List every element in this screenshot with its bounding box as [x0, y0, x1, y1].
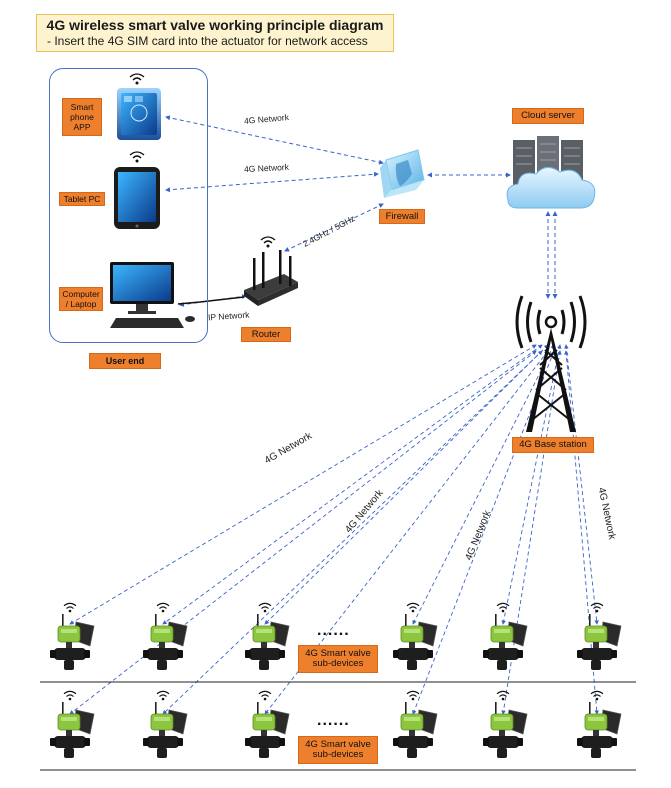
router-icon [244, 250, 298, 306]
wifi-icon [406, 690, 420, 701]
computer-laptop-tag: Computer / Laptop [59, 287, 103, 311]
user-end-group [49, 68, 208, 343]
smart-valve-device [483, 602, 528, 670]
base-station-tag: 4G Base station [512, 437, 594, 453]
smart-valve-device [245, 602, 290, 670]
more-devices-indicator-2: ...... [317, 712, 350, 729]
wifi-icon [258, 602, 272, 613]
wifi-icon [496, 602, 510, 613]
wifi-icon [590, 690, 604, 701]
smartphone-app-tag: Smart phone APP [62, 98, 102, 136]
page-title: 4G wireless smart valve working principl… [46, 17, 384, 33]
wifi-icon [63, 602, 77, 613]
firewall-icon [380, 149, 425, 198]
wifi-icon [260, 236, 276, 248]
link-phone-firewall [165, 115, 384, 165]
title-box: 4G wireless smart valve working principl… [36, 14, 394, 52]
smart-valve-device [50, 602, 95, 670]
link-base-valve [501, 350, 562, 715]
wifi-icon [129, 73, 145, 85]
computer-icon [110, 262, 195, 328]
smartphone-icon [117, 88, 161, 140]
wifi-icon [406, 602, 420, 613]
link-base-valve [564, 344, 599, 625]
link-base-valve [501, 344, 562, 625]
smart-valve-device [577, 602, 622, 670]
page-subtitle: - Insert the 4G SIM card into the actuat… [47, 34, 368, 48]
tablet-icon [114, 167, 160, 229]
smart-valve-subdevices-tag-1: 4G Smart valve sub-devices [298, 645, 378, 673]
smart-valve-device [245, 690, 290, 758]
cable-computer-router [177, 296, 245, 305]
base-station-tower-icon [515, 295, 587, 432]
smart-valve-device [50, 690, 95, 758]
smart-valve-device [143, 690, 188, 758]
smart-valve-device [143, 602, 188, 670]
more-devices-indicator-1: ...... [317, 622, 350, 639]
user-end-tag: User end [89, 353, 161, 369]
link-base-valve [264, 344, 549, 625]
link-tablet-firewall [165, 171, 379, 193]
wifi-icon [496, 690, 510, 701]
smart-valve-device [393, 690, 438, 758]
smart-valve-subdevices-tag-2: 4G Smart valve sub-devices [298, 736, 378, 764]
cloud-server-icon [506, 136, 596, 209]
cloud-server-tag: Cloud server [512, 108, 584, 124]
wifi-icon [590, 602, 604, 613]
smart-valve-device [577, 690, 622, 758]
router-tag: Router [241, 327, 291, 342]
wifi-icon [156, 602, 170, 613]
link-base-valve [412, 344, 555, 625]
wifi-icon [258, 690, 272, 701]
wifi-icon [156, 690, 170, 701]
firewall-tag: Firewall [379, 209, 425, 224]
link-base-valve [69, 344, 537, 625]
link-base-valve [162, 344, 543, 625]
smart-valve-device [483, 690, 528, 758]
wifi-icon [129, 151, 145, 163]
smart-valve-device [393, 602, 438, 670]
tablet-pc-tag: Tablet PC [59, 192, 105, 206]
valve-grid [50, 602, 622, 758]
wifi-icon [63, 690, 77, 701]
